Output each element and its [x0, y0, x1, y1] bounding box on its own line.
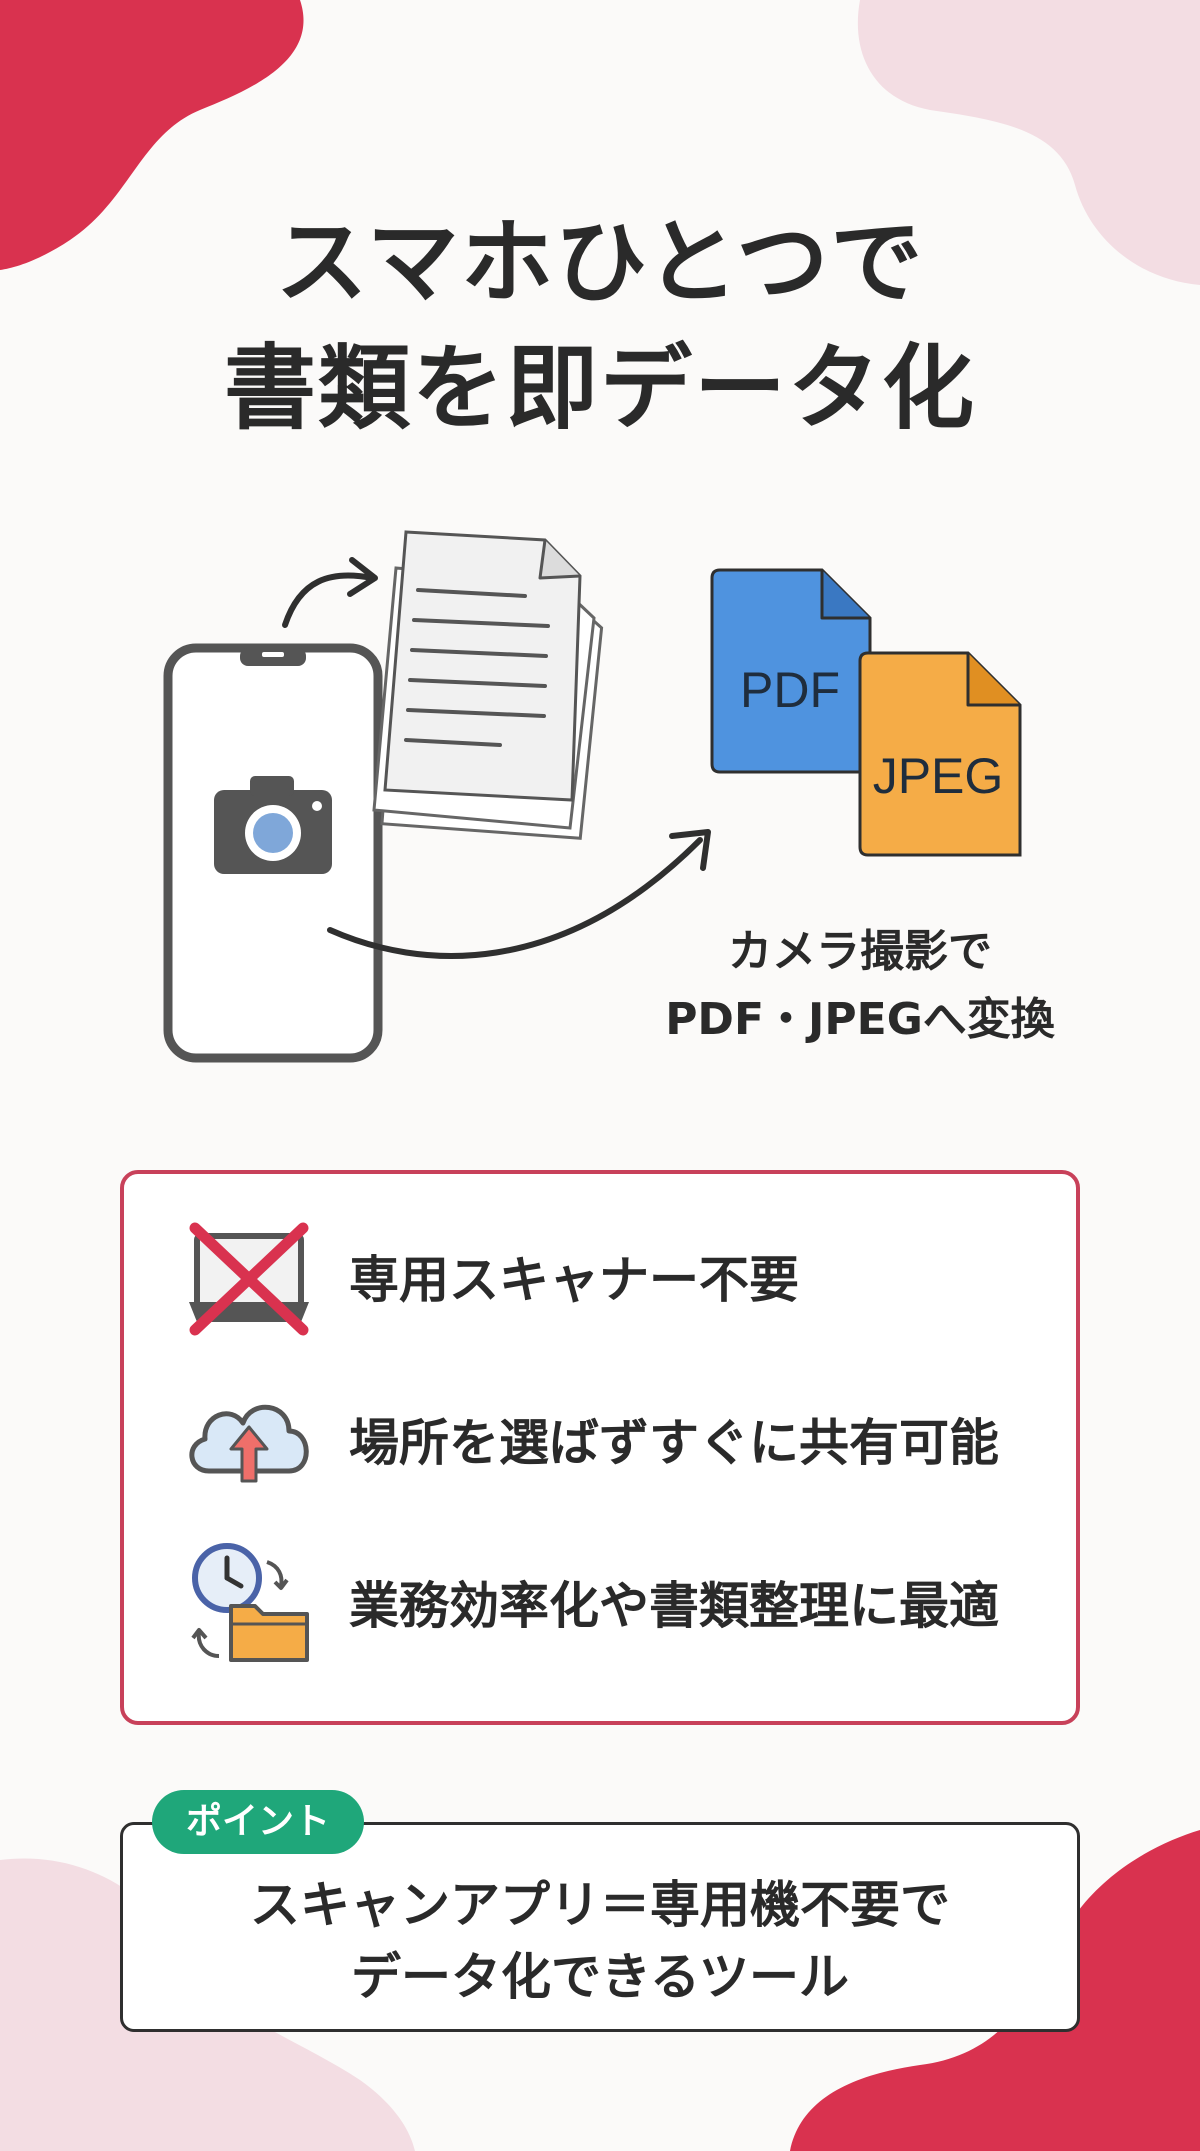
- point-line-1: スキャンアプリ＝専用機不要で: [250, 1876, 950, 1934]
- camera-icon: [214, 776, 332, 874]
- feature-item: 専用スキャナー不要: [124, 1201, 1076, 1351]
- feature-text: 業務効率化や書類整理に最適: [349, 1577, 999, 1635]
- jpeg-file-icon: JPEG: [858, 651, 1022, 857]
- pdf-label: PDF: [740, 662, 840, 718]
- scan-illustration: PDF JPEG: [163, 530, 1022, 1063]
- point-badge: ポイント: [152, 1790, 365, 1854]
- feature-list: 専用スキャナー不要 場所を選ばずすぐに共有可能 業務効率化や書類整理に最適: [120, 1170, 1080, 1725]
- feature-text: 専用スキャナー不要: [349, 1251, 799, 1309]
- cloud-upload-icon: [189, 1404, 309, 1483]
- document-stack-icon: [372, 530, 604, 840]
- scanner-crossed-icon: [189, 1222, 309, 1336]
- title-line-2: 書類を即データ化: [223, 335, 976, 442]
- point-line-2: データ化できるツール: [351, 1948, 849, 2006]
- clock-folder-icon: [191, 1543, 309, 1662]
- jpeg-label: JPEG: [873, 748, 1004, 804]
- point-summary: スキャンアプリ＝専用機不要で データ化できるツール: [123, 1869, 1077, 2013]
- caption-line-2: PDF・JPEGへ変換: [665, 994, 1055, 1045]
- caption-line-1: カメラ撮影で: [728, 926, 992, 977]
- title-line-1: スマホひとつで: [275, 209, 925, 316]
- page-title: スマホひとつで 書類を即データ化: [0, 200, 1200, 452]
- top-right-blob: [857, 0, 1200, 285]
- point-box: スキャンアプリ＝専用機不要で データ化できるツール: [120, 1822, 1080, 2032]
- conversion-caption: カメラ撮影で PDF・JPEGへ変換: [600, 918, 1120, 1054]
- pdf-file-icon: PDF: [710, 568, 872, 774]
- feature-item: 業務効率化や書類整理に最適: [124, 1527, 1076, 1677]
- feature-item: 場所を選ばずすぐに共有可能: [124, 1364, 1076, 1514]
- bottom-right-blob: [790, 1830, 1200, 2151]
- top-left-blob: [0, 0, 304, 270]
- arrow-to-documents-icon: [282, 572, 375, 628]
- feature-text: 場所を選ばずすぐに共有可能: [349, 1414, 999, 1472]
- arrow-to-files-icon: [327, 837, 703, 960]
